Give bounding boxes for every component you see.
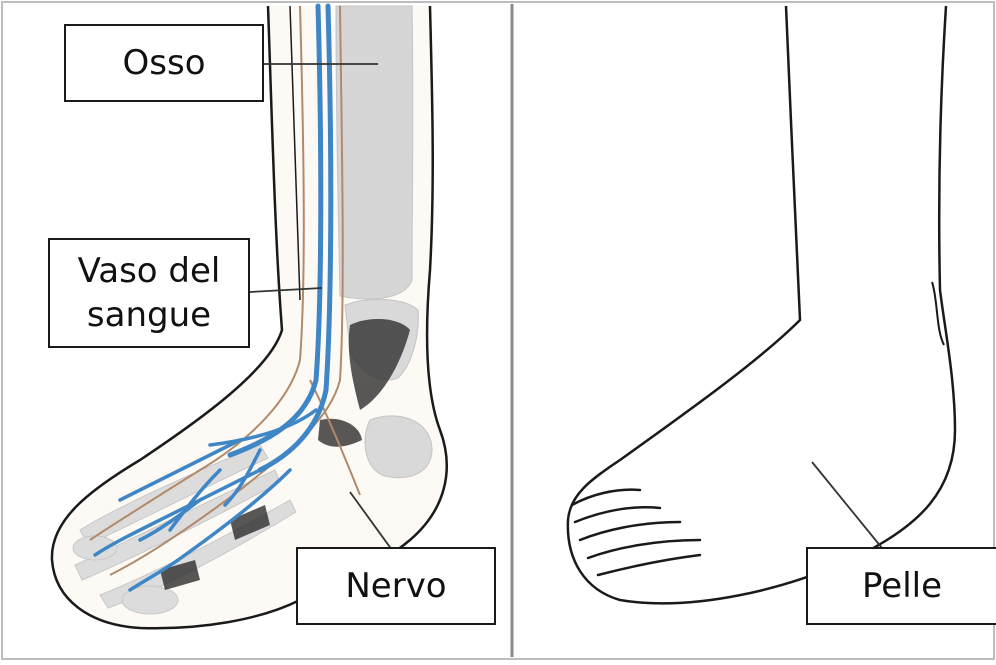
label-nervo-text: Nervo (345, 564, 446, 608)
label-vaso-line2: sangue (87, 293, 211, 337)
label-nervo: Nervo (296, 547, 496, 625)
label-vaso-line1: Vaso del (78, 249, 221, 293)
tibia-bone (336, 6, 413, 299)
label-pelle-text: Pelle (862, 564, 942, 608)
label-pelle: Pelle (806, 547, 996, 625)
label-osso-text: Osso (123, 41, 206, 85)
label-osso: Osso (64, 24, 264, 102)
label-vaso-del-sangue: Vaso del sangue (48, 238, 250, 348)
